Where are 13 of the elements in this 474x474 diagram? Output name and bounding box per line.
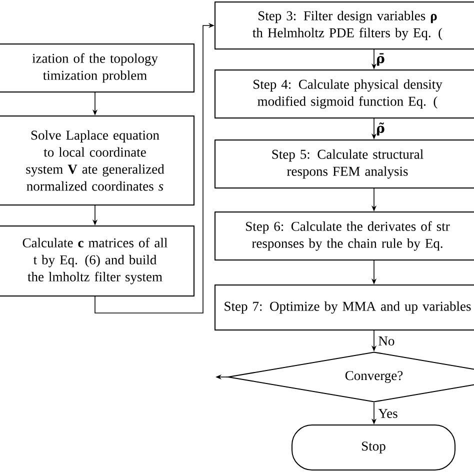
process-box: Step 3: Filter design variables ρ th Helmholtz PDE filters by Eq. ( <box>214 2 474 50</box>
process-box: Step 7: Optimize by MMA and up variables <box>214 284 474 330</box>
terminal-box: Stop <box>292 424 456 470</box>
edge-label: Yes <box>378 409 398 418</box>
process-box: ization of the topology timization problem <box>0 44 194 92</box>
process-box: Step 5: Calculate structural respons FEM analysis <box>214 140 474 188</box>
process-box: Calculate c matrices of all t by Eq. (6) and build the lmholtz filter system <box>0 226 194 296</box>
process-box: Step 4: Calculate physical density modified sigmoid function Eq. ( <box>214 70 474 118</box>
process-box: Solve Laplace equation to local coordinate system V ate generalized normalized coordinates s <box>0 116 194 206</box>
edge-label: No <box>378 336 394 346</box>
edge-label: ρ̃ <box>377 122 384 136</box>
edge-label: ρ̄ <box>377 53 384 66</box>
process-box: Step 6: Calculate the derivates of str responses by the chain rule by Eq. <box>214 212 474 260</box>
